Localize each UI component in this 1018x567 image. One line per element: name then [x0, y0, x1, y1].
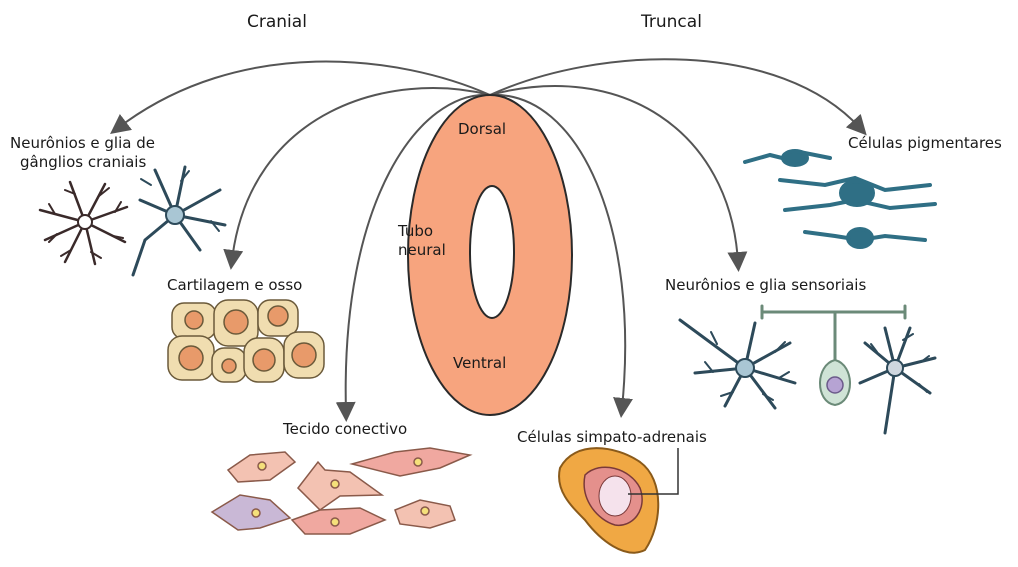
header-truncal: Truncal	[641, 13, 702, 31]
cranial-neuron-cells	[40, 167, 225, 275]
connective-cells	[212, 448, 470, 534]
arrow-pigment	[490, 59, 860, 128]
label-cartilage: Cartilagem e osso	[167, 276, 302, 294]
label-cranial-neurons-line2: gânglios craniais	[20, 153, 146, 171]
label-cranial-neurons-line1: Neurônios e glia de	[10, 134, 155, 152]
label-pigment: Células pigmentares	[848, 134, 1002, 152]
sympatho-adrenal-cell	[559, 448, 678, 553]
label-tube-line2: neural	[398, 241, 446, 259]
label-dorsal: Dorsal	[458, 120, 506, 138]
cartilage-cells	[168, 300, 324, 382]
arrow-cranial-neurons	[118, 62, 490, 128]
label-connective: Tecido conectivo	[283, 420, 407, 438]
label-sensory: Neurônios e glia sensoriais	[665, 276, 866, 294]
header-cranial: Cranial	[247, 13, 307, 31]
sensory-neuron-cells	[680, 306, 935, 433]
label-sympatho: Células simpato-adrenais	[517, 428, 707, 446]
label-ventral: Ventral	[453, 354, 506, 372]
label-tube-line1: Tubo	[398, 222, 433, 240]
sensory-glia	[820, 360, 850, 405]
pigment-cells	[745, 151, 935, 247]
